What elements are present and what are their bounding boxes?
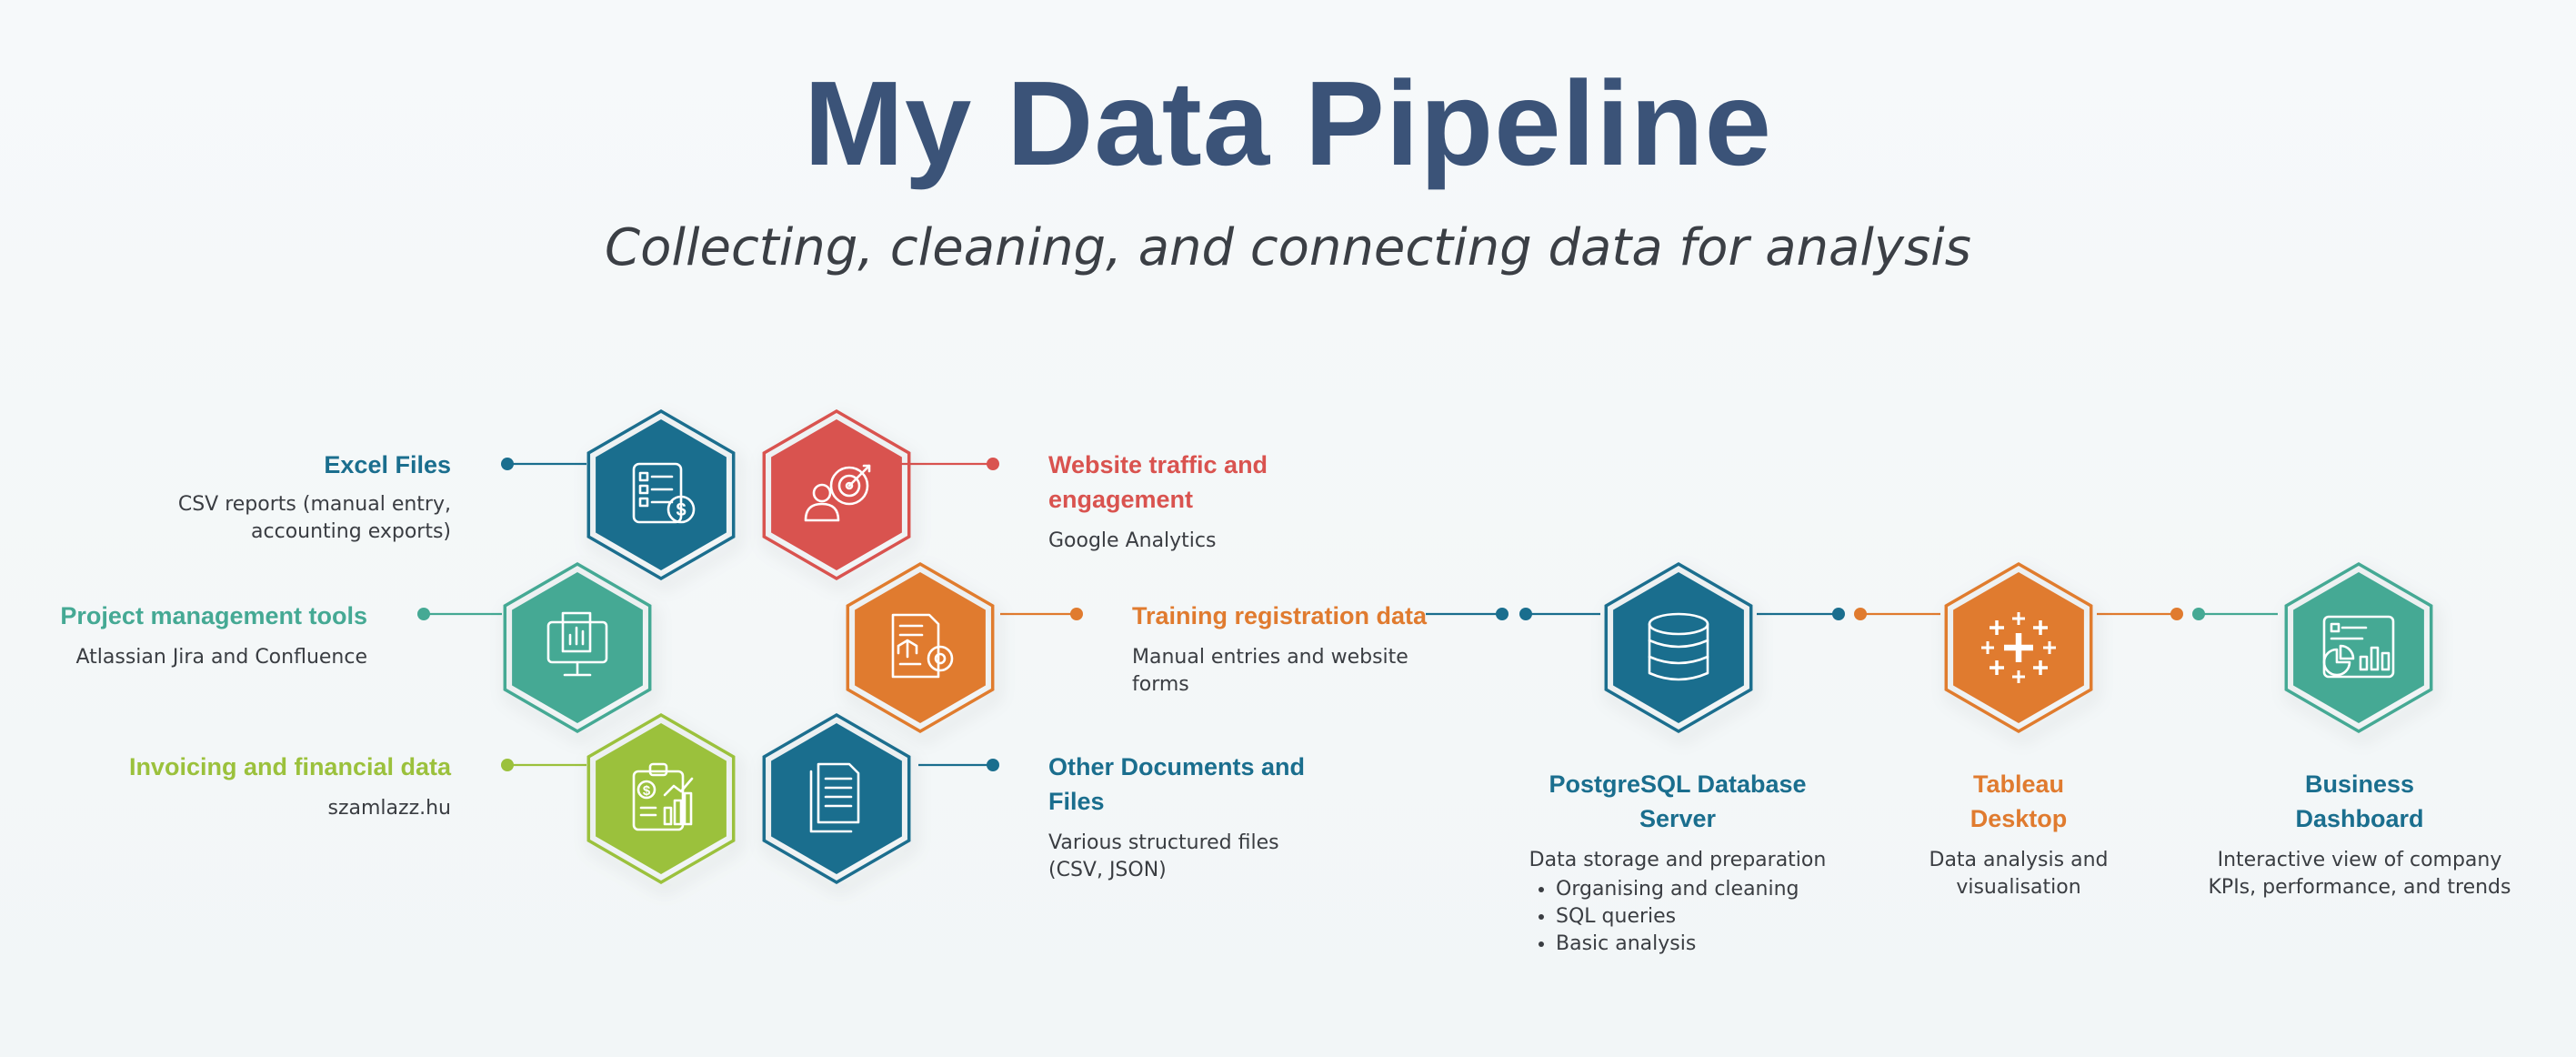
- connector-dot: [987, 759, 999, 771]
- connector-dot: [417, 608, 430, 620]
- connector-dot: [501, 759, 514, 771]
- spreadsheet-dollar-icon: $: [632, 462, 696, 524]
- connector-dot: [1496, 608, 1509, 620]
- hexagon-fill: [771, 723, 902, 874]
- connector-dot: [1854, 608, 1867, 620]
- hexagon-outline: [846, 561, 995, 734]
- hexagon-outline: [586, 408, 736, 581]
- stage-title: Business Dashboard: [2295, 770, 2424, 832]
- source-desc: CSV reports (manual entry, accounting ex…: [177, 493, 451, 543]
- stage-desc: Data storage and preparation: [1529, 849, 1827, 871]
- page-title: My Data Pipeline: [804, 56, 1772, 190]
- stage-desc: Data analysis and visualisation: [1929, 849, 2109, 899]
- list-item: Organising and cleaning: [1556, 876, 1841, 903]
- source-desc: Manual entries and website forms: [1132, 646, 1408, 696]
- hexagon-fill: [596, 419, 727, 570]
- connector-excel: [501, 458, 586, 470]
- source-desc: szamlazz.hu: [327, 797, 452, 820]
- source-title: Training registration data: [1132, 602, 1428, 629]
- hex-project-tools: [503, 561, 652, 734]
- stage-desc: Interactive view of company KPIs, perfor…: [2208, 849, 2511, 899]
- connector-invoicing: [501, 759, 586, 771]
- connector-to-dashboard: [2192, 608, 2278, 620]
- database-icon: [1648, 612, 1709, 681]
- source-label-other-docs: Other Documents and Files Various struct…: [1048, 750, 1348, 884]
- user-target-icon: [804, 464, 871, 522]
- connector-postgresql-out: [1757, 608, 1845, 620]
- stage-title: PostgreSQL Database Server: [1549, 770, 1807, 832]
- documents-icon: [809, 762, 860, 833]
- hexagon-fill: [2293, 572, 2424, 723]
- connector-dot: [1070, 608, 1083, 620]
- hex-tableau: [1944, 561, 2093, 734]
- hex-excel-files: $: [586, 408, 736, 581]
- hex-website-traffic: [762, 408, 911, 581]
- document-gear-icon: [891, 613, 954, 679]
- hexagon-outline: [762, 408, 911, 581]
- hexagon-fill: [855, 572, 986, 723]
- hex-training-data: [846, 561, 995, 734]
- source-label-training: Training registration data Manual entrie…: [1132, 599, 1432, 699]
- hexagon-outline: [503, 561, 652, 734]
- hexagon-outline: [1944, 561, 2093, 734]
- source-label-website: Website traffic and engagement Google An…: [1048, 448, 1348, 555]
- source-label-invoicing: Invoicing and financial data szamlazz.hu: [91, 750, 451, 822]
- source-title: Other Documents and Files: [1048, 753, 1306, 815]
- hexagon-outline: [586, 712, 736, 885]
- hex-postgresql: [1604, 561, 1753, 734]
- stage-items: Organising and cleaning SQL queries Basi…: [1525, 876, 1841, 958]
- source-desc: Atlassian Jira and Confluence: [75, 646, 367, 669]
- source-title: Invoicing and financial data: [128, 753, 451, 780]
- connector-tableau-out: [2097, 608, 2183, 620]
- source-title: Website traffic and engagement: [1048, 451, 1268, 513]
- hexagon-outline: [762, 712, 911, 885]
- connector-other-docs: [918, 759, 999, 771]
- connector-training: [1000, 608, 1083, 620]
- source-desc: Google Analytics: [1048, 529, 1217, 552]
- connector-dot: [2170, 608, 2183, 620]
- hexagon-fill: [512, 572, 643, 723]
- dashboard-icon: [2322, 615, 2395, 679]
- stage-label-dashboard: Business Dashboard Interactive view of c…: [2205, 767, 2514, 901]
- source-label-excel: Excel Files CSV reports (manual entry, a…: [136, 448, 451, 546]
- hexagon-fill: [771, 419, 902, 570]
- list-item: Basic analysis: [1556, 931, 1841, 958]
- connector-dot: [2192, 608, 2205, 620]
- connector-to-postgresql: [1426, 608, 1509, 620]
- connector-dot: [1519, 608, 1532, 620]
- source-title: Project management tools: [60, 602, 367, 629]
- svg-text:$: $: [643, 783, 651, 799]
- connector-lines: [417, 458, 2278, 771]
- hex-other-documents: [762, 712, 911, 885]
- page-subtitle: Collecting, cleaning, and connecting dat…: [605, 218, 1971, 277]
- connector-to-postgresql-in: [1519, 608, 1600, 620]
- clipboard-finance-icon: $: [632, 762, 694, 831]
- tableau-icon: [1981, 612, 2056, 683]
- hexagon-outline: [1604, 561, 1753, 734]
- connector-project-tools: [417, 608, 502, 620]
- source-desc: Various structured files (CSV, JSON): [1048, 831, 1279, 881]
- connector-dot: [1832, 608, 1845, 620]
- hex-invoicing: $: [586, 712, 736, 885]
- svg-text:$: $: [676, 500, 686, 520]
- stage-label-postgresql: PostgreSQL Database Server Data storage …: [1514, 767, 1841, 958]
- connector-dot: [501, 458, 514, 470]
- connector-to-tableau: [1854, 608, 1940, 620]
- hexagon-fill: [596, 723, 727, 874]
- source-label-project-tools: Project management tools Atlassian Jira …: [27, 599, 367, 671]
- list-item: SQL queries: [1556, 903, 1841, 931]
- hexagon-outline: [2284, 561, 2433, 734]
- monitor-report-icon: [546, 611, 608, 677]
- hex-dashboard: [2284, 561, 2433, 734]
- stage-label-tableau: Tableau Desktop Data analysis and visual…: [1909, 767, 2128, 901]
- hexagon-nodes: $$: [503, 408, 2433, 885]
- stage-title: Tableau Desktop: [1970, 770, 2068, 832]
- connector-dot: [987, 458, 999, 470]
- source-title: Excel Files: [324, 451, 451, 478]
